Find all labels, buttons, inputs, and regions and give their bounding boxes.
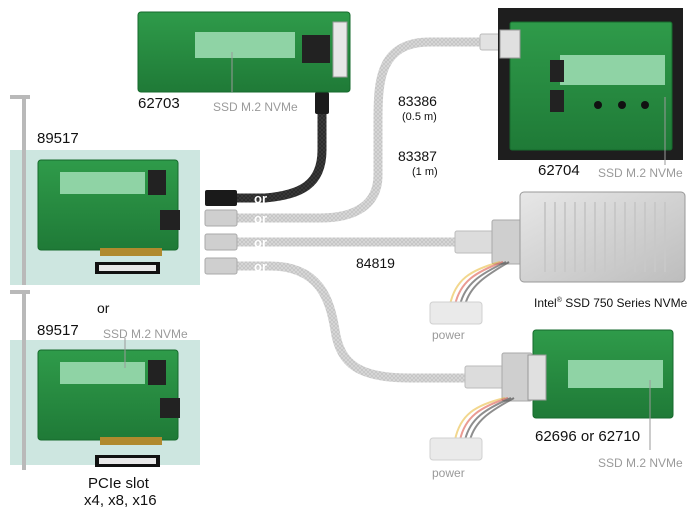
label-83386: 83386 [398,93,437,109]
cable-connector-heads [204,190,238,275]
label-62703: 62703 [138,95,180,112]
pcie-slot-label: PCIe slot [88,475,149,492]
label-83387: 83387 [398,148,437,164]
label-62704: 62704 [538,162,580,179]
label-89517-bottom: 89517 [37,322,79,339]
caption-89517: SSD M.2 NVMe [103,327,188,341]
power-label-bottom: power [432,466,465,480]
connector-or-3: or [254,235,267,250]
adapter-62703 [137,11,351,93]
intel-ssd-label: Intel® SSD 750 Series NVMe [534,296,688,310]
adapter-62704 [498,8,683,160]
cable-83386 [235,33,503,223]
label-84819: 84819 [356,255,395,271]
intel-ssd-750 [519,191,686,283]
caption-62704: SSD M.2 NVMe [598,166,683,180]
cable-84819 [235,219,523,265]
caption-62703: SSD M.2 NVMe [213,100,298,114]
caption-pointers [124,52,666,450]
power-label-top: power [432,328,465,342]
connector-or-2: or [254,211,267,226]
pcie-card-89517-top [10,95,180,285]
label-89517-top: 89517 [37,130,79,147]
length-83387: (1 m) [412,166,438,178]
pcie-slot-top [95,262,160,274]
label-62696-62710: 62696 or 62710 [535,428,641,445]
cable-bottom [235,261,533,402]
or-between-cards: or [97,300,110,316]
connector-or-1: or [254,191,267,206]
caption-62696: SSD M.2 NVMe [598,456,683,470]
power-wires-bottom [429,397,515,461]
adapter-62696 [527,329,674,419]
pcie-slot-bottom [95,455,160,467]
cable-black [235,92,329,203]
length-83386: (0.5 m) [402,111,437,123]
pcie-card-89517-bottom [10,290,180,470]
connector-or-4: or [254,259,267,274]
pcie-slot-widths: x4, x8, x16 [84,492,157,509]
power-wires-top [429,261,510,325]
